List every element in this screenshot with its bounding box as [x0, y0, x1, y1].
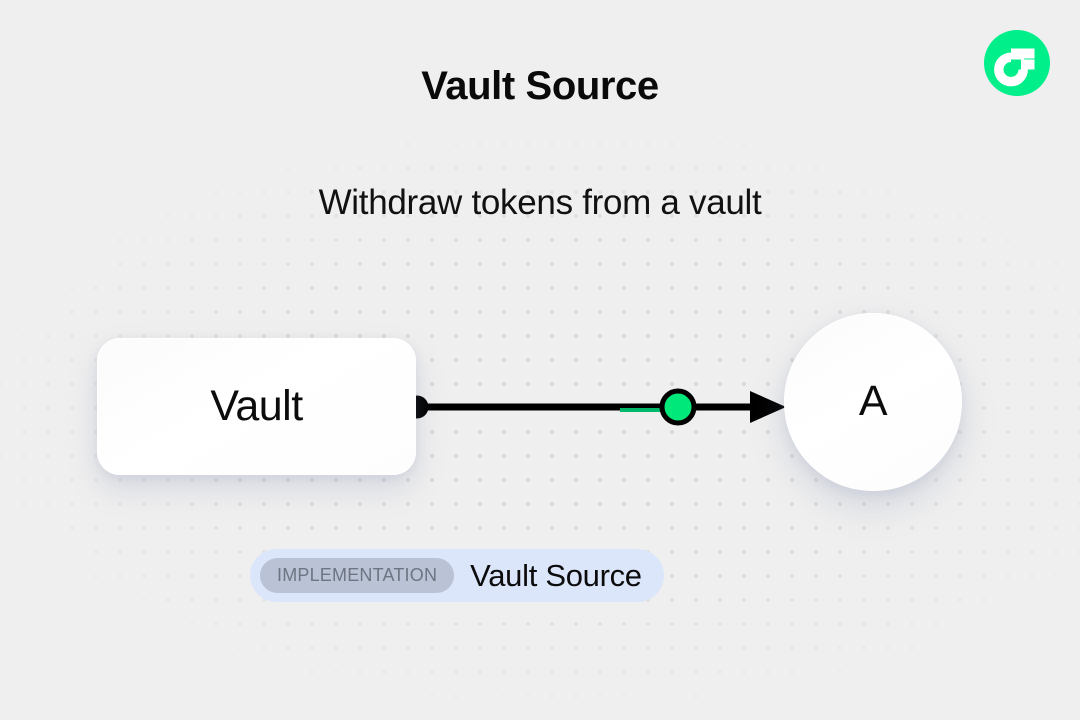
edge-marker-dot[interactable]: [659, 388, 697, 426]
node-vault-label: Vault: [210, 382, 303, 430]
page-subtitle: Withdraw tokens from a vault: [318, 183, 762, 222]
node-a-label: A: [858, 376, 888, 425]
edge-arrowhead: [750, 391, 786, 423]
flow-logo-icon: [984, 30, 1050, 96]
node-vault[interactable]: Vault: [97, 338, 416, 475]
implementation-badge: IMPLEMENTATION Vault Source: [250, 549, 664, 602]
node-a[interactable]: A: [784, 313, 962, 491]
implementation-chip: IMPLEMENTATION: [260, 558, 455, 593]
implementation-name: Vault Source: [470, 557, 642, 593]
page-title: Vault Source: [421, 64, 659, 108]
flow-logo: [984, 30, 1050, 96]
